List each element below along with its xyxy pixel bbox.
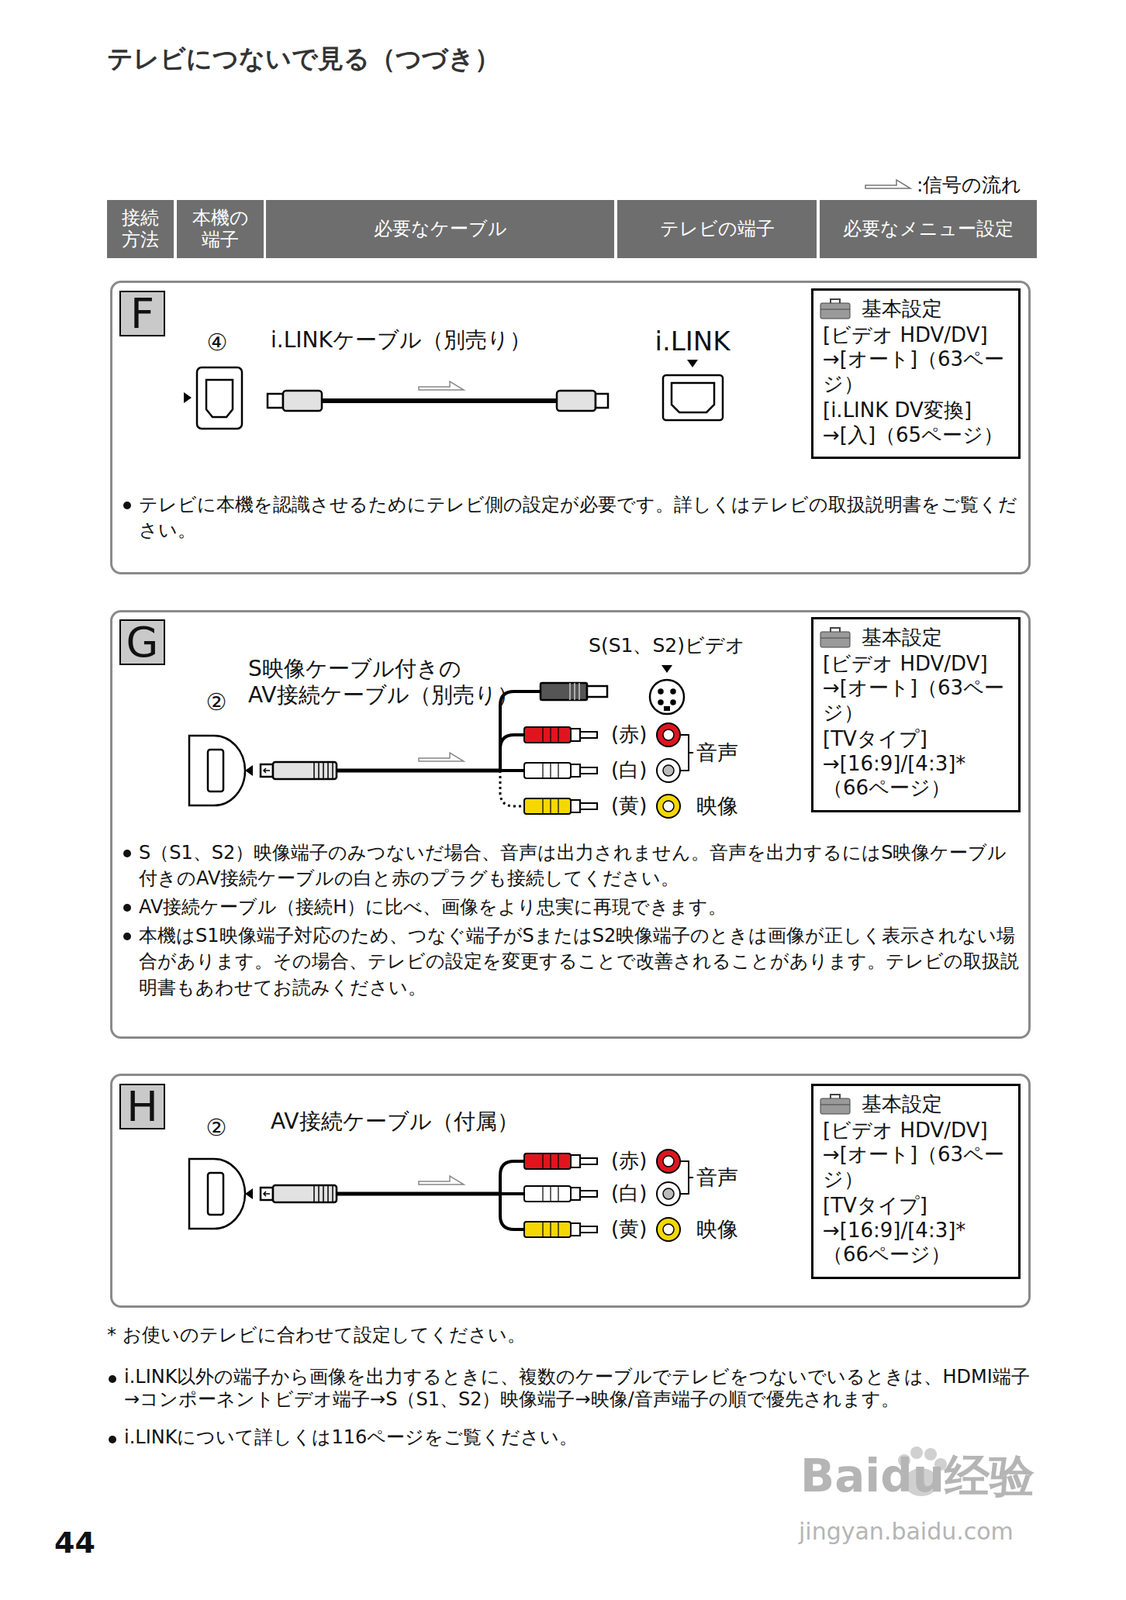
header-text: 接続方法 <box>120 207 160 251</box>
menu-box: 基本設定[ビデオ HDV/DV] →[オート]（63ページ）[TVタイプ] →[… <box>811 1084 1021 1280</box>
menu-text: [TVタイプ] →[16:9]/[4:3]*（66ページ） <box>822 1194 1011 1268</box>
plug-color: (赤) <box>611 722 647 747</box>
menu-box: 基本設定[ビデオ HDV/DV] →[オート]（63ページ）[TVタイプ] →[… <box>811 617 1021 813</box>
toolbox-icon <box>820 299 850 319</box>
rca-plug <box>524 1218 681 1242</box>
connection-drawing <box>183 179 911 1230</box>
menu-text: 基本設定 <box>822 297 1011 322</box>
header-cell: 必要なケーブル <box>265 200 615 259</box>
cable-name: i.LINKケーブル（別売り） <box>270 327 532 354</box>
page-number: 44 <box>54 1526 96 1562</box>
page-title: テレビにつないで見る（つづき） <box>107 41 501 77</box>
plug-color: (黄) <box>611 794 647 819</box>
rca-plug <box>524 759 681 783</box>
rca-plug <box>524 723 681 747</box>
rca-plug <box>524 794 681 819</box>
menu-box: 基本設定[ビデオ HDV/DV] →[オート]（63ページ）[i.LINK DV… <box>811 288 1021 460</box>
port-name: i.LINK <box>655 325 731 358</box>
callout-number: ② <box>206 1114 228 1143</box>
menu-text: [TVタイプ] →[16:9]/[4:3]*（66ページ） <box>822 727 1011 802</box>
method-letter: G <box>119 619 166 666</box>
menu-text: [ビデオ HDV/DV] →[オート]（63ページ） <box>822 652 1011 726</box>
port-name: S(S1、S2)ビデオ <box>588 634 746 658</box>
toolbox-icon <box>820 628 850 648</box>
cable-name: AV接続ケーブル（付属） <box>270 1108 519 1136</box>
note-text: AV接続ケーブル（接続H）に比べ、画像をより忠実に再現できます。 <box>121 894 1022 921</box>
note-list: テレビに本機を認識させるためにテレビ側の設定が必要です。詳しくはテレビの取扱説明… <box>121 492 1022 547</box>
menu-text: [ビデオ HDV/DV] →[オート]（63ページ） <box>822 1119 1011 1193</box>
rca-plugs <box>524 723 681 1242</box>
plug-color: (白) <box>611 758 647 783</box>
menu-text: 基本設定 <box>822 625 1011 651</box>
toolbox-icon <box>820 1094 850 1115</box>
watermark: Baidu经验 <box>800 1450 1035 1505</box>
header-cell: テレビの端子 <box>617 200 817 259</box>
note-text: S（S1、S2）映像端子のみつないだ場合、音声は出力されません。音声を出力するに… <box>121 840 1022 892</box>
footnote: * お使いのテレビに合わせて設定してください。 <box>107 1324 1038 1348</box>
header-text: 本機の端子 <box>190 207 250 251</box>
callout-number: ② <box>206 688 228 717</box>
plug-color: (赤) <box>611 1149 647 1174</box>
header-cell: 接続方法 <box>107 200 174 259</box>
legend-text: :信号の流れ <box>916 172 1022 198</box>
header-text: テレビの端子 <box>659 218 775 241</box>
signal-name: 映像 <box>696 794 739 819</box>
menu-text: 基本設定 <box>822 1092 1011 1118</box>
plug-color: (白) <box>611 1181 647 1206</box>
note-text: 本機はS1映像端子対応のため、つなぐ端子がSまたはS2映像端子のときは画像が正し… <box>121 923 1022 1001</box>
rca-plug <box>524 1150 681 1174</box>
callout-number: ④ <box>207 328 228 357</box>
connection-panel: H 基本設定[ビデオ HDV/DV] →[オート]（63ページ）[TVタイプ] →… <box>110 1074 1031 1309</box>
method-letter-text: H <box>126 1086 159 1129</box>
rca-plug <box>524 1182 681 1206</box>
header-text: 必要なメニュー設定 <box>842 218 1014 241</box>
note-list: S（S1、S2）映像端子のみつないだ場合、音声は出力されません。音声を出力するに… <box>121 840 1022 1005</box>
method-letter-text: F <box>130 293 155 336</box>
method-letter-text: G <box>126 621 159 664</box>
signal-name: 音声 <box>696 740 739 766</box>
menu-text: [i.LINK DV変換] →[入]（65ページ） <box>822 398 1011 448</box>
header-text: 必要なケーブル <box>373 218 508 241</box>
signal-name: 映像 <box>696 1217 739 1243</box>
cable-name: S映像ケーブル付きの AV接続ケーブル（別売り） <box>248 656 574 709</box>
watermark: jingyan.baidu.com <box>798 1518 1014 1547</box>
note-text: テレビに本機を認識させるためにテレビ側の設定が必要です。詳しくはテレビの取扱説明… <box>121 492 1022 544</box>
plug-color: (黄) <box>611 1217 647 1242</box>
note-text: i.LINKについて詳しくは116ページをご覧ください。 <box>107 1426 1030 1450</box>
note-text: i.LINK以外の端子から画像を出力するときに、複数のケーブルでテレビをつないで… <box>107 1366 1030 1412</box>
method-letter: H <box>119 1084 166 1130</box>
header-cell: 本機の端子 <box>176 200 264 259</box>
menu-text: [ビデオ HDV/DV] →[オート]（63ページ） <box>822 323 1011 398</box>
connection-panel: テレビに本機を認識させるためにテレビ側の設定が必要です。詳しくはテレビの取扱説明… <box>110 280 1031 575</box>
signal-name: 音声 <box>696 1165 739 1191</box>
header-cell: 必要なメニュー設定 <box>819 200 1037 259</box>
method-letter: F <box>119 290 166 337</box>
